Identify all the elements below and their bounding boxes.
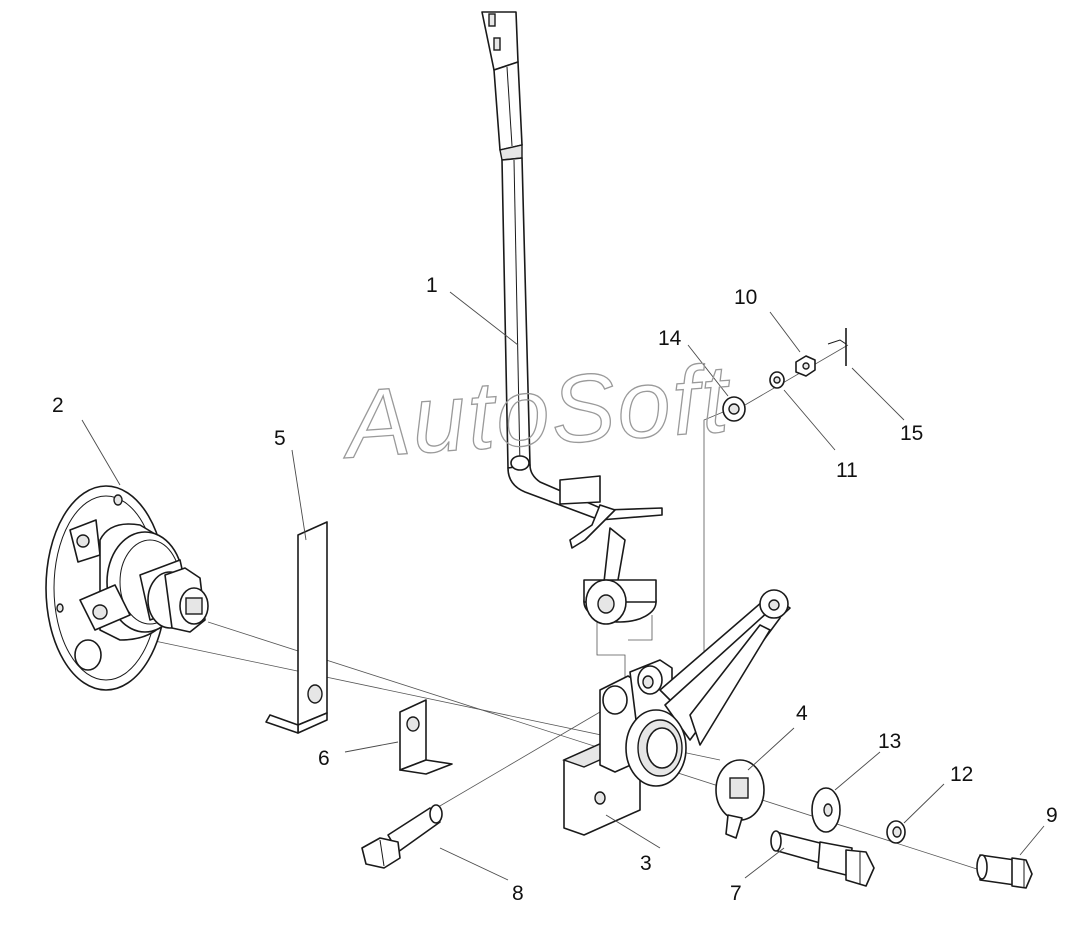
callout-8: 8 xyxy=(512,882,524,905)
callout-1: 1 xyxy=(426,274,438,297)
callout-9: 9 xyxy=(1046,804,1058,827)
part-4-tab-washer xyxy=(715,759,765,839)
part-15-cotter-pin xyxy=(827,328,847,366)
callout-13: 13 xyxy=(878,730,901,753)
callout-3: 3 xyxy=(640,852,652,875)
part-11-spring-washer xyxy=(769,371,785,389)
callout-2: 2 xyxy=(52,394,64,417)
callout-11: 11 xyxy=(836,459,858,482)
callout-12: 12 xyxy=(950,763,973,786)
part-12-spring-washer xyxy=(886,820,906,844)
part-1-lever-rod xyxy=(481,11,663,625)
part-3-lever-body xyxy=(562,589,791,836)
callout-6: 6 xyxy=(318,747,330,770)
part-14-washer xyxy=(722,396,746,422)
part-8-bolt xyxy=(361,804,443,869)
watermark-text: AutoSoft xyxy=(337,345,734,479)
callout-10: 10 xyxy=(734,286,757,309)
part-13-flat-washer xyxy=(811,787,841,833)
callout-labels: 1 2 3 4 5 6 7 8 9 10 11 12 13 14 15 xyxy=(52,274,1058,905)
part-9-short-bolt xyxy=(976,854,1033,889)
part-6-angle-bracket xyxy=(399,699,453,775)
leader-lines xyxy=(81,291,1045,881)
callout-15: 15 xyxy=(900,422,923,445)
part-5-vertical-bracket xyxy=(265,521,328,734)
part-7-long-bolt xyxy=(770,830,875,887)
callout-4: 4 xyxy=(796,702,808,725)
part-2-flange-valve xyxy=(45,485,209,691)
callout-14: 14 xyxy=(658,327,682,350)
callout-5: 5 xyxy=(274,427,286,450)
part-10-nut xyxy=(795,355,816,377)
callout-7: 7 xyxy=(730,882,742,905)
